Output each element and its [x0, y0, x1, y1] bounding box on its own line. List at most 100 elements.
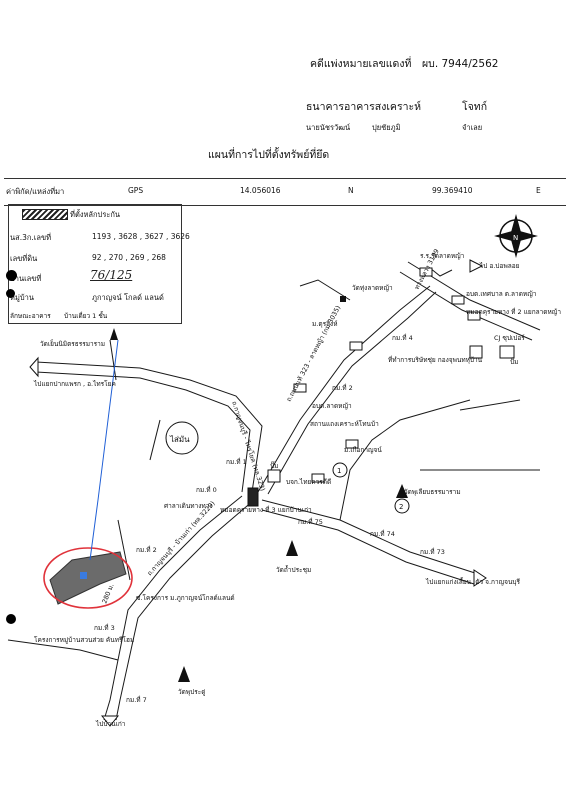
arrow-southeast-icon	[473, 569, 487, 587]
label-num-2: 2	[399, 503, 403, 511]
hole-punch-top	[6, 270, 17, 281]
label-wat-phuchaloen: วัดพุเลียบธรรมาราม	[404, 488, 461, 496]
label-police: ม.ตุรสิงห์	[312, 320, 338, 328]
label-km2b: กม.ที่ 2	[136, 545, 157, 554]
road-lat-ya-edge	[267, 291, 437, 495]
compass-icon	[494, 214, 538, 258]
coords-e: E	[536, 186, 541, 195]
label-cj: CJ ซุปเปอร์	[494, 334, 525, 342]
label-km4: กม.ที่ 4	[392, 333, 413, 342]
land-no-value: 92 , 270 , 269 , 268	[92, 253, 166, 262]
tambon-office-icon	[293, 383, 307, 393]
signal-icon	[247, 487, 259, 507]
collateral-marker-icon	[80, 572, 87, 579]
label-police-post-2: หมอดคุรายหาง ที่ 2 แยกลาดหญ้า	[466, 307, 561, 316]
label-wat-kiri: ม.เกือกาญจน์	[344, 446, 382, 454]
saiyon-circle-icon	[165, 421, 199, 455]
label-distance: 280 ม.	[100, 582, 115, 604]
label-school: ร.ร.วัดลาดหญ้า	[420, 252, 465, 260]
house-no-label: บ้านเลขที่	[10, 274, 42, 283]
label-health-station: สถานแถงเคราะห์โทนบ้า	[310, 420, 379, 428]
label-district-office: อบต.เทศบาล ต.ลาดหญ้า	[466, 290, 537, 298]
label-km73: กม.ที่ 73	[420, 547, 445, 556]
label-to-kaeng-sian: ไปแยกแก่งเสี้ยน ,ตัว จ.กาญจนบุรี	[425, 577, 521, 586]
road-se-edge	[261, 509, 475, 585]
label-km3: กม.ที่ 3	[94, 623, 115, 632]
label-to-pak-phraek: ไปแยกปากแพรก , อ.ไทรโยค	[33, 380, 116, 388]
collateral-outline	[43, 547, 133, 609]
wat-thung-icon	[340, 296, 346, 302]
road-323-west	[35, 361, 263, 493]
hole-punch-bottom	[6, 614, 16, 624]
info-box	[8, 204, 182, 324]
pump-1-icon	[499, 345, 515, 359]
plaintiff: ธนาคารอาคารสงเคราะห์	[306, 101, 422, 113]
lane-wat-pen	[109, 339, 117, 381]
label-wat-tham: วัดถ้ำประชุม	[276, 565, 311, 574]
lane-local-1	[149, 419, 161, 461]
label-pump-1: ปั๊ม	[510, 357, 518, 366]
label-to-bor-ploy: ไป อ.บ่อพลอย	[479, 262, 520, 270]
pump-2-icon	[267, 469, 281, 483]
label-wat-thung: วัดทุ่งลาดหญ้า	[352, 284, 393, 292]
land-no-label: เลขที่ดิน	[10, 254, 38, 263]
collateral-area	[49, 551, 127, 605]
health-station-icon	[345, 439, 359, 449]
case-label: คดีแพ่งหมายเลขแดงที่	[310, 58, 412, 70]
building-value: บ้านเดี่ยว 1 ชั้น	[64, 312, 108, 320]
police-post-2-icon	[467, 311, 481, 321]
marker-1-icon	[332, 462, 348, 478]
label-ptt: บจก.ไทยควรดีดี	[286, 478, 331, 486]
lane-east-2	[459, 399, 521, 411]
arrow-south-icon	[100, 715, 120, 727]
building-label: ลักษณะอาคาร	[10, 312, 51, 320]
label-wat-pracha: วัดพุประดู่	[178, 688, 206, 696]
label-police-post-3: หมอดคุรายหาง ที่ 3 แยกบ้านเก่า	[220, 505, 312, 514]
route-line	[89, 339, 119, 561]
lane-police	[299, 279, 351, 301]
arrow-ne-icon	[469, 259, 484, 273]
label-saiyon: ไส่มัน	[169, 435, 190, 444]
village-value: ภูกาญจน์ โกลด์ แลนด์	[92, 293, 164, 302]
label-project-gold-land: ซ.โครงการ ม.ภูกาญจน์โกลด์แลนด์	[136, 594, 235, 602]
label-pump-2: ปั๊ม	[270, 461, 278, 470]
district-office-icon	[451, 295, 465, 305]
label-km75: กม.ที่ 75	[298, 517, 323, 526]
defendant-surname: ปุยชัยภูมิ	[372, 123, 401, 132]
case-number: ผบ. 7944/2562	[422, 58, 499, 70]
road-lat-ya	[257, 285, 431, 493]
coords-lat: 14.056016	[240, 186, 281, 195]
map-title: แผนที่การไปที่ตั้งทรัพย์ที่ยึด	[208, 149, 330, 161]
house-no-value: 76/125	[90, 268, 133, 282]
plaintiff-role: โจทก์	[462, 101, 488, 113]
arrow-west-icon	[29, 356, 39, 378]
label-road-kanchana: ถ.กาญจนบุรี - ไทรโยค (ทล.323)	[230, 400, 267, 492]
cj-icon	[469, 345, 483, 359]
ptt-station-icon	[311, 473, 325, 483]
defendant-name: นายนัชรวัฒน์	[306, 123, 351, 132]
label-km0: กม.ที่ 0	[196, 485, 217, 494]
hole-punch-mid	[6, 289, 15, 298]
road-baan-kao-edge	[115, 499, 255, 721]
deed-label: นส.3ก.เลขที่	[10, 233, 52, 242]
label-to-baan-kao: ไปบ้านเก่า	[95, 720, 126, 728]
village-label: หมู่บ้าน	[10, 293, 34, 302]
label-km1: กม.ที่ 1	[226, 457, 247, 466]
coords-row	[4, 178, 566, 206]
label-military-post: ที่ทำการบริษัทชุ่ย กองจุพนทหุ่บ้าน	[388, 355, 483, 364]
coords-lon: 99.369410	[432, 186, 473, 195]
legend-text: ที่ตั้งหลักประกัน	[70, 210, 121, 219]
coords-label: ค่าพิกัด/แหล่งที่มา	[6, 187, 65, 196]
deed-value: 1193 , 3628 , 3627 , 3626	[92, 232, 190, 241]
junction-marker	[429, 267, 453, 277]
label-km2: กม.ที่ 2	[332, 383, 353, 392]
label-km7: กม.ที่ 7	[126, 695, 147, 704]
label-project-village: โครงการหมู่บ้านสวนส่วย คันทรีโฮม	[34, 636, 134, 644]
label-compass-n: N	[513, 234, 518, 242]
lane-phuchaloen	[339, 399, 471, 521]
military-post-icon	[349, 341, 363, 351]
label-sala: ศาลาเดินทางทาง	[164, 502, 213, 510]
label-road-baan-kao: ถ.กาญจนบุรี - บ้านเก่า (ทล.3229)	[146, 500, 217, 578]
road-se	[261, 499, 479, 575]
